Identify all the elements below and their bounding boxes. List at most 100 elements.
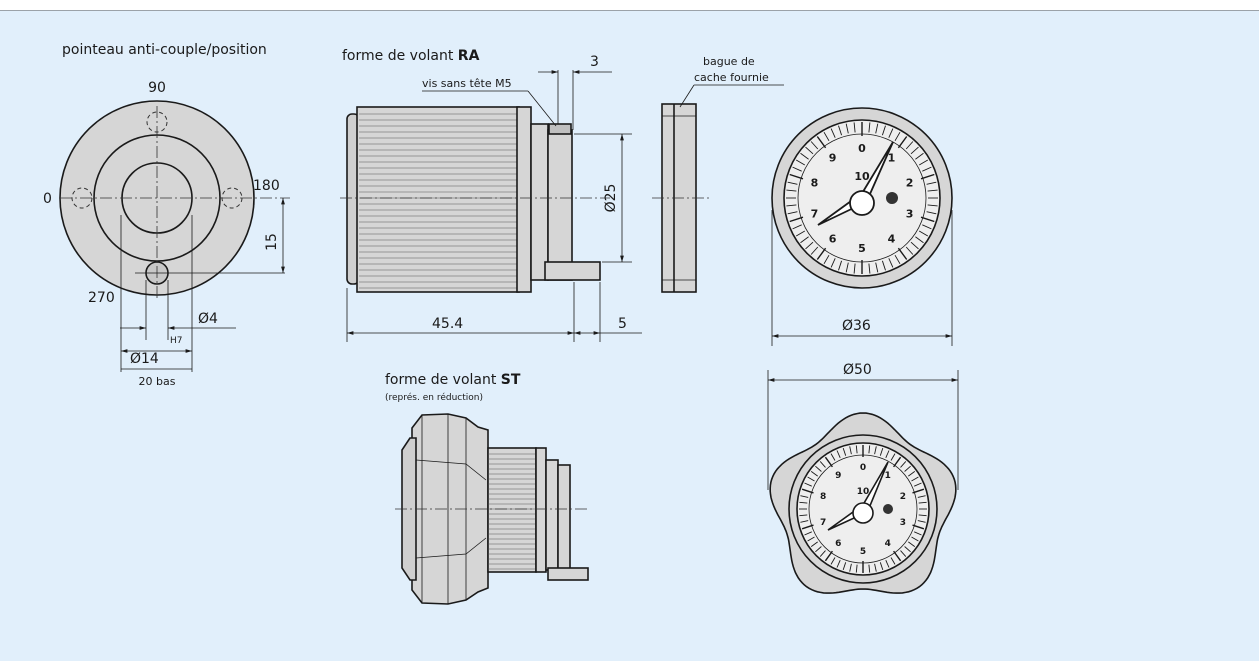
screw-leader (527, 90, 557, 127)
dial-number: 4 (888, 232, 896, 245)
dial-tick (905, 246, 914, 255)
dial-tick (918, 501, 927, 504)
dial-tick (842, 447, 847, 456)
dial-tick (926, 181, 937, 185)
dial-tick (868, 445, 871, 454)
dial-tick (888, 128, 894, 138)
dial-tick (804, 531, 812, 536)
drawing-panel: pointeau anti-couple/position 90 0 180 2… (0, 10, 1259, 661)
dial-tick (849, 446, 852, 455)
dial-tick (838, 260, 843, 271)
dial-tick (885, 560, 890, 568)
dial-tick (786, 189, 797, 192)
dial-number: 1 (885, 471, 891, 481)
st-hub (545, 459, 559, 571)
dial-tick (894, 131, 901, 142)
dial-st-bezel (788, 434, 938, 584)
dial-number: 0 (860, 463, 866, 473)
dial-number: 4 (885, 539, 891, 549)
dial-tick (868, 122, 871, 133)
dial-tick (922, 224, 932, 230)
dial-tick (918, 159, 929, 166)
dial-number: 3 (906, 207, 914, 220)
dim-3-label: 3 (590, 54, 599, 70)
dial-tick (879, 447, 884, 456)
dial-tick (927, 204, 938, 207)
dial-tick (915, 152, 924, 160)
dial-tick (807, 536, 815, 542)
dial-number: 6 (835, 539, 841, 549)
dial-ra-ticks (786, 122, 938, 274)
ra-view-title: forme de volant RA (342, 48, 480, 64)
st-side-view: forme de volant ST (représ. en réduction… (385, 372, 590, 605)
dial-ra-counter-label: 10 (854, 170, 870, 183)
dial-number: 8 (820, 492, 826, 502)
dial-tick (849, 563, 852, 572)
dial-tick (890, 557, 896, 565)
dial-tick (914, 531, 922, 536)
dial-tick (875, 262, 879, 273)
dial-st-counter-label: 10 (857, 487, 870, 497)
dial-tick (905, 141, 914, 150)
dial-number: 2 (906, 176, 914, 189)
dial-tick (805, 146, 814, 155)
dial-tick (845, 262, 849, 273)
dial-ra-dimension-label: Ø36 (842, 318, 871, 334)
st-pin (547, 567, 589, 581)
dial-tick (926, 211, 937, 215)
dial-tick (842, 562, 847, 571)
dial-tick (836, 450, 841, 458)
st-flange (535, 447, 547, 573)
dial-tick (810, 141, 819, 150)
dial-number: 7 (811, 207, 819, 220)
dial-tick (830, 453, 836, 461)
dial-tick (823, 254, 830, 265)
dial-tick (890, 453, 896, 461)
angle-90-label: 90 (148, 80, 166, 96)
dial-tick (795, 230, 806, 237)
dim-length-label: 45.4 (432, 316, 463, 332)
dial-tick (904, 546, 911, 553)
angle-270-label: 270 (88, 290, 115, 306)
dial-tick (823, 131, 830, 142)
dial-number: 9 (829, 151, 837, 164)
dial-tick (795, 159, 806, 166)
dial-tick (888, 258, 894, 268)
dial-tick (914, 482, 922, 487)
dial-tick (804, 482, 812, 487)
dial-ra-inner-circle (797, 133, 927, 263)
st-front-cap (401, 437, 417, 581)
dial-tick (894, 254, 901, 265)
dial-tick (910, 146, 919, 155)
pin-dimension-label: Ø4 (198, 311, 218, 327)
technical-drawing: pointeau anti-couple/position 90 0 180 2… (0, 10, 1259, 661)
st-view-note: (représ. en réduction) (385, 392, 483, 403)
screw-label: vis sans tête M5 (422, 77, 512, 90)
dial-tick (910, 241, 919, 250)
dial-tick (799, 501, 808, 504)
dial-tick (900, 461, 907, 468)
st-shaft-base (557, 464, 571, 570)
dial-tick (908, 471, 916, 477)
dial-tick (900, 550, 907, 557)
offset-dimension-label: 15 (264, 233, 280, 251)
dial-tick (799, 514, 808, 517)
dial-tick (815, 546, 822, 553)
dial-tick (810, 541, 818, 547)
dial-tick (815, 465, 822, 472)
ring-label-line1: bague de (703, 55, 755, 68)
dim-25-label: Ø25 (603, 184, 619, 213)
dial-tick (830, 128, 836, 138)
dial-number: 6 (829, 232, 837, 245)
ra-shaft-base (547, 129, 573, 281)
dial-number: 8 (811, 176, 819, 189)
bore-dimension-label: Ø14 (130, 351, 159, 367)
dial-st-dimension-label: Ø50 (843, 362, 872, 378)
dial-tick (855, 564, 858, 573)
dial-ra-counter-window (886, 192, 898, 204)
ra-side-view: forme de volant RA vis sans tête M5 3 Ø2… (340, 48, 642, 342)
